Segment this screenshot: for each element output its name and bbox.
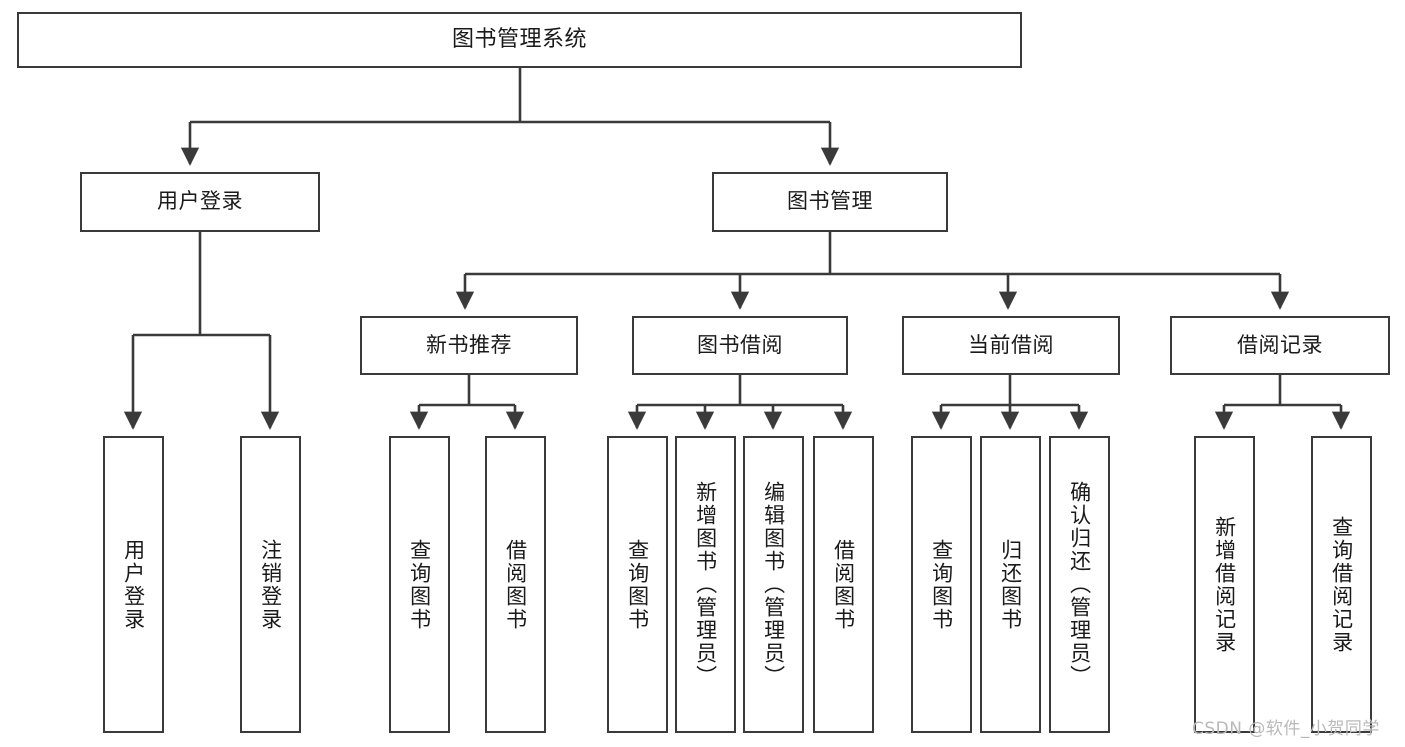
node-book-management[interactable]: 图书管理	[712, 172, 948, 232]
leaf-borrow-query-book[interactable]: 查询图书	[607, 436, 668, 733]
node-label: 借阅图书	[831, 538, 856, 631]
node-label: 新增借阅记录	[1212, 515, 1237, 654]
node-user-login[interactable]: 用户登录	[80, 172, 320, 232]
node-book-borrow[interactable]: 图书借阅	[632, 316, 848, 375]
leaf-user-login[interactable]: 用户登录	[103, 436, 164, 733]
node-label: 编辑图书（管理员）	[761, 481, 786, 688]
node-label: 图书管理系统	[451, 26, 587, 52]
node-label: 注销登录	[258, 538, 283, 631]
node-label: 图书管理	[787, 189, 873, 214]
leaf-borrow-edit-book[interactable]: 编辑图书（管理员）	[743, 436, 804, 733]
node-borrow-record[interactable]: 借阅记录	[1170, 316, 1390, 375]
leaf-borrow-borrow-book[interactable]: 借阅图书	[813, 436, 874, 733]
node-label: 查询图书	[625, 538, 650, 631]
node-label: 新增图书（管理员）	[693, 481, 718, 688]
node-label: 借阅记录	[1237, 332, 1323, 357]
leaf-new-book-borrow[interactable]: 借阅图书	[485, 436, 546, 733]
node-label: 查询图书	[407, 538, 432, 631]
node-label: 用户登录	[121, 538, 146, 631]
leaf-record-query[interactable]: 查询借阅记录	[1311, 436, 1372, 733]
node-label: 归还图书	[998, 538, 1023, 631]
csdn-watermark: CSDN @软件_小贺同学	[1192, 719, 1380, 739]
node-label: 借阅图书	[503, 538, 528, 631]
leaf-current-query-book[interactable]: 查询图书	[911, 436, 972, 733]
node-label: 新书推荐	[426, 332, 512, 357]
node-label: 图书借阅	[697, 332, 783, 357]
leaf-record-add[interactable]: 新增借阅记录	[1194, 436, 1255, 733]
node-new-book-recommend[interactable]: 新书推荐	[360, 316, 578, 375]
node-root-system[interactable]: 图书管理系统	[17, 12, 1022, 68]
leaf-current-confirm-return[interactable]: 确认归还（管理员）	[1049, 436, 1110, 733]
leaf-new-book-query[interactable]: 查询图书	[389, 436, 450, 733]
node-label: 查询图书	[929, 538, 954, 631]
node-label: 确认归还（管理员）	[1067, 481, 1092, 688]
leaf-user-logout[interactable]: 注销登录	[240, 436, 301, 733]
leaf-current-return-book[interactable]: 归还图书	[980, 436, 1041, 733]
node-label: 用户登录	[157, 189, 243, 214]
node-current-borrow[interactable]: 当前借阅	[902, 316, 1120, 375]
node-label: 查询借阅记录	[1329, 515, 1354, 654]
leaf-borrow-add-book[interactable]: 新增图书（管理员）	[675, 436, 736, 733]
node-label: 当前借阅	[968, 332, 1054, 357]
